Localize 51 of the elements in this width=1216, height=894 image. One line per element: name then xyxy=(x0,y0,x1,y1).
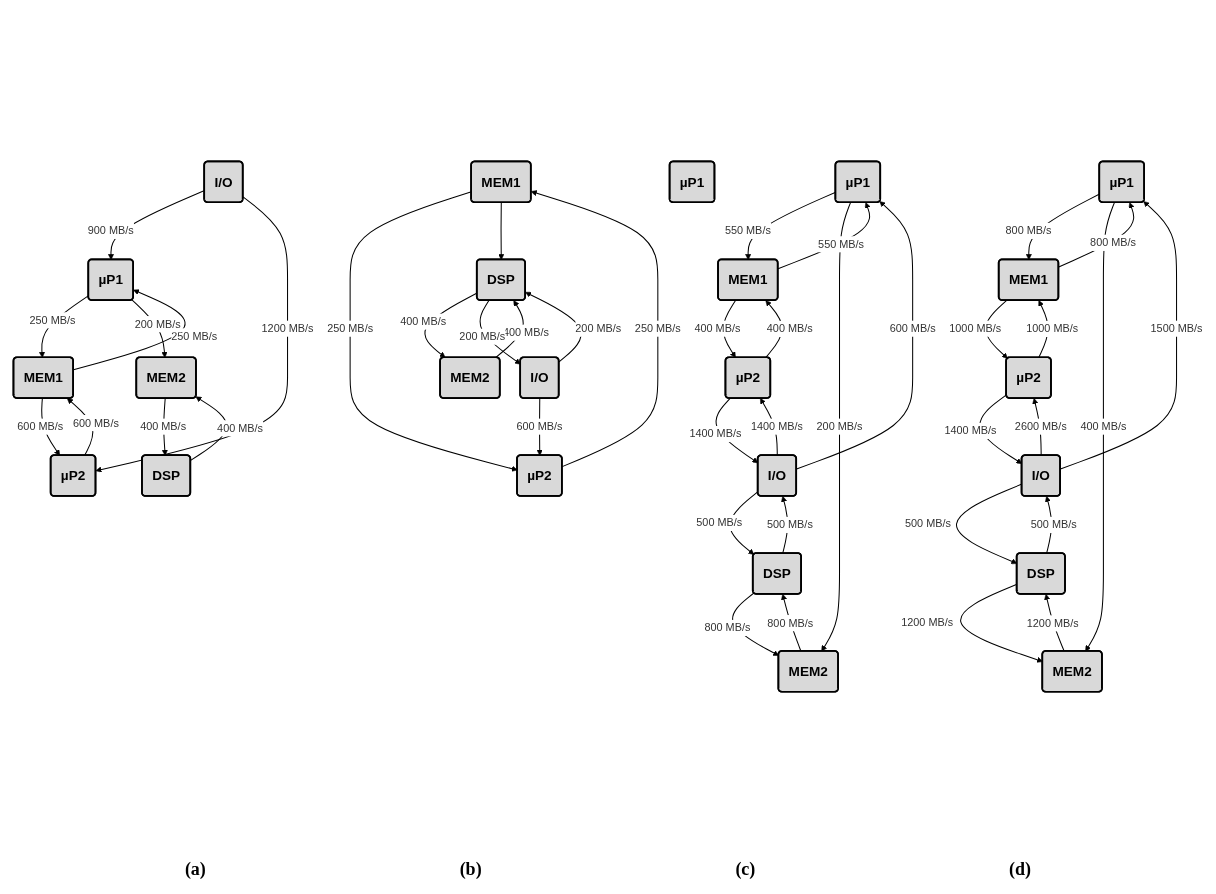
edge-label: 500 MB/s xyxy=(766,518,813,531)
arrow xyxy=(349,191,518,472)
edge-label: 250 MB/s xyxy=(171,330,218,342)
edge-label: 1000 MB/s xyxy=(1026,322,1079,335)
edge-label: 500 MB/s xyxy=(1030,518,1077,531)
panel-label: (c) xyxy=(735,859,756,880)
edge-label: 250 MB/s xyxy=(327,322,374,335)
edge-label: 800 MB/s xyxy=(767,617,814,629)
edge-label: 1000 MB/s xyxy=(949,322,1002,335)
panel-label: (d) xyxy=(1009,859,1032,880)
edge-label: 1400 MB/s xyxy=(750,420,803,432)
edge-label: 800 MB/s xyxy=(704,621,751,634)
edge-label: 500 MB/s xyxy=(905,517,951,529)
edge-label: 200 MB/s xyxy=(816,420,863,432)
arrow xyxy=(530,190,659,467)
edge-label: 2600 MB/s xyxy=(1014,420,1067,432)
edge-label: 400 MB/s xyxy=(694,322,741,335)
edge-label: 250 MB/s xyxy=(29,314,76,326)
panel-label: (b) xyxy=(459,859,482,880)
arrow xyxy=(821,201,852,652)
edge-label: 600 MB/s xyxy=(889,322,936,335)
edge-label: 600 MB/s xyxy=(72,416,119,429)
edge-label: 1200 MB/s xyxy=(1026,617,1079,629)
edge-label: 200 MB/s xyxy=(575,322,622,335)
edge-label: 400 MB/s xyxy=(400,315,447,327)
edge-label: 900 MB/s xyxy=(87,224,134,237)
edge-label: 600 MB/s xyxy=(516,420,563,432)
arrow xyxy=(95,196,289,473)
edge-label: 400 MB/s xyxy=(766,322,813,335)
arrow xyxy=(1085,201,1115,652)
edge-label: 1400 MB/s xyxy=(944,424,997,437)
edge-label: 800 MB/s xyxy=(1090,236,1137,249)
edge-label: 400 MB/s xyxy=(140,420,187,432)
edge-label: 1200 MB/s xyxy=(261,322,314,335)
edge-label: 550 MB/s xyxy=(818,238,865,250)
edge-label: 400 MB/s xyxy=(217,422,264,434)
edge-label: 800 MB/s xyxy=(1005,224,1052,237)
edge-label: 250 MB/s xyxy=(634,322,681,335)
edge-label: 1400 MB/s xyxy=(689,427,742,440)
edge-label: 1200 MB/s xyxy=(901,616,954,628)
arrow xyxy=(777,202,871,270)
arrow xyxy=(960,583,1043,663)
arrow xyxy=(498,201,505,260)
edge-label: 550 MB/s xyxy=(724,224,771,237)
arrow xyxy=(796,201,914,470)
edge-label: 600 MB/s xyxy=(17,420,64,432)
edge-label: 200 MB/s xyxy=(134,318,181,330)
edge-label: 1500 MB/s xyxy=(1150,322,1203,335)
edge-label: 400 MB/s xyxy=(1080,420,1127,432)
panel-label: (a) xyxy=(184,859,206,880)
edge-label: 500 MB/s xyxy=(696,516,743,529)
